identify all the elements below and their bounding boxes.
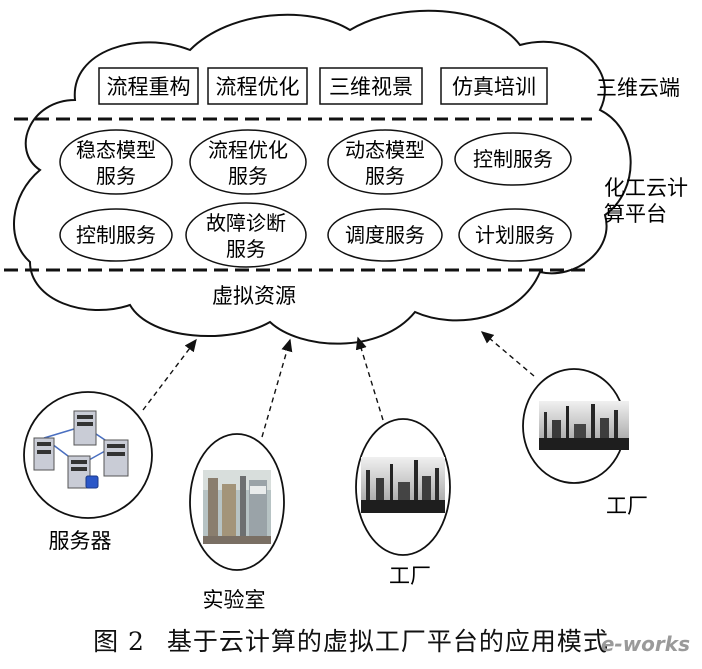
figure-title: 基于云计算的虚拟工厂平台的应用模式 (166, 627, 609, 656)
factory-photo (361, 457, 445, 513)
resource-lab: 实验室 (189, 433, 285, 612)
box-label: 三维视景 (329, 75, 413, 99)
service-label: 服务 (96, 164, 136, 188)
resource-arrows (142, 331, 535, 438)
resource-factory-2: 工厂 (522, 368, 648, 518)
service-label: 调度服务 (345, 223, 425, 247)
service-label: 流程优化 (208, 138, 288, 162)
lab-photo (203, 470, 271, 544)
resource-factory-1: 工厂 (355, 418, 451, 588)
service-label: 服务 (228, 164, 268, 188)
service-ellipse (185, 202, 307, 268)
service-label: 计划服务 (475, 223, 555, 247)
figure-caption: 图 2 基于云计算的虚拟工厂平台的应用模式 (0, 622, 702, 658)
factory-photo (539, 401, 629, 450)
service-label: 动态模型 (345, 138, 425, 162)
arrow-lab (261, 338, 293, 438)
figure-number: 图 2 (93, 627, 145, 656)
service-label: 控制服务 (76, 223, 156, 247)
box-label: 流程重构 (107, 75, 191, 99)
box-process-optimize (207, 67, 308, 105)
arrow-server (142, 338, 197, 411)
services-row-1: 稳态模型 服务 流程优化 服务 动态模型 服务 控制服务 (59, 129, 572, 195)
service-label: 服务 (365, 164, 405, 188)
box-simulation-training (440, 67, 548, 105)
service-ellipse (327, 208, 443, 262)
service-ellipse (454, 132, 572, 186)
service-ellipse (327, 129, 443, 195)
arrow-factory-2 (480, 331, 535, 377)
services-row-2: 控制服务 故障诊断 服务 调度服务 计划服务 (59, 202, 572, 268)
resource-label: 实验室 (203, 588, 266, 612)
service-ellipse (189, 129, 307, 195)
service-ellipse (59, 208, 173, 262)
box-process-reconstruct (98, 67, 199, 105)
service-ellipse (458, 208, 572, 262)
layer-label-3d-cloud: 三维云端 (596, 76, 680, 100)
resource-label: 工厂 (606, 494, 648, 518)
layer-label-platform-line1: 化工云计 (604, 176, 688, 200)
service-label: 服务 (226, 237, 266, 261)
resource-label: 服务器 (49, 529, 112, 553)
service-ellipse (59, 129, 173, 195)
box-label: 仿真培训 (452, 75, 536, 99)
resource-server: 服务器 (23, 391, 153, 553)
box-label: 流程优化 (216, 75, 300, 99)
watermark: e-works (600, 632, 690, 656)
arrow-factory-1 (355, 336, 384, 421)
service-label: 稳态模型 (76, 138, 156, 162)
layer-label-platform-line2: 算平台 (604, 202, 667, 226)
service-label: 故障诊断 (206, 211, 286, 235)
server-icon (33, 410, 129, 489)
service-label: 控制服务 (473, 147, 553, 171)
box-3d-view (319, 67, 423, 105)
top-layer-boxes: 流程重构 流程优化 三维视景 仿真培训 (98, 67, 548, 105)
resource-label: 工厂 (389, 564, 431, 588)
layer-label-virtual-resources: 虚拟资源 (212, 284, 296, 308)
resource-ellipse (23, 391, 153, 519)
